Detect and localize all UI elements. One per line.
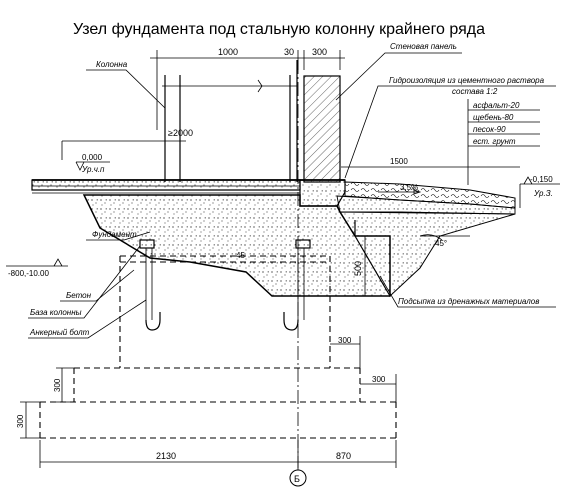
label-ground-level: Ур.З.: [533, 189, 553, 198]
wall-panel: [303, 75, 341, 183]
axis-bubble: [289, 469, 307, 487]
elev-foot: -800,-10.00: [8, 269, 49, 278]
elev-m0150: -0,150: [530, 175, 553, 184]
label-foundation: Фундамент: [92, 230, 137, 239]
top-dimensions: 1000 30 300: [150, 47, 345, 130]
slope-label: 3,5%: [400, 183, 418, 192]
label-gravel: щебень-80: [473, 113, 514, 122]
label-floor-level: Ур.ч.п: [81, 165, 105, 174]
column-base-left: [120, 239, 330, 331]
foundation-footing: [39, 367, 397, 439]
dim-300-top: 300: [312, 47, 327, 57]
dim-300-left2: 300: [16, 414, 25, 428]
dim-500: 500: [353, 261, 363, 276]
dim-1000: 1000: [218, 47, 238, 57]
dim-870: 870: [336, 451, 351, 461]
label-wall-panel: Стеновая панель: [390, 42, 457, 51]
label-asphalt: асфальт-20: [473, 101, 520, 110]
ground-level-mark: -0,150 Ур.З.: [519, 175, 560, 208]
elev-0000: 0,000: [82, 153, 103, 162]
label-anchor-bolt: Анкерный болт: [29, 328, 90, 337]
angle-45b: 45°: [435, 239, 447, 248]
label-column-base: База колонны: [30, 308, 82, 317]
floor-level-mark: 0,000 Ур.ч.п: [75, 153, 110, 174]
angle-45a: 45: [236, 251, 245, 260]
label-column: Колонна: [96, 60, 128, 69]
label-drain-fill: Подсыпка из дренажных материалов: [398, 297, 539, 306]
label-concrete: Бетон: [66, 291, 92, 300]
dim-300-left: 300: [53, 378, 62, 392]
label-waterproofing-2: состава 1:2: [452, 87, 498, 96]
label-sand: песок-90: [473, 125, 506, 134]
dim-2130: 2130: [156, 451, 176, 461]
axis-mark: Б: [294, 474, 300, 484]
dim-1500: 1500: [390, 157, 408, 166]
foot-level-mark: -800,-10.00: [6, 258, 68, 278]
layers-legend: асфальт-20 щебень-80 песок-90 ест. грунт: [467, 99, 540, 185]
dim-30: 30: [284, 47, 294, 57]
dim-2000: ≥2000: [168, 128, 193, 138]
label-soil: ест. грунт: [473, 137, 516, 146]
dim-300-b: 300: [372, 375, 386, 384]
label-waterproofing-1: Гидроизоляция из цементного раствора: [389, 76, 545, 85]
dim-300-a: 300: [338, 336, 352, 345]
steel-column: [162, 60, 298, 182]
drawing-title: Узел фундамента под стальную колонну кра…: [73, 21, 485, 38]
floor-slab: [31, 179, 301, 191]
